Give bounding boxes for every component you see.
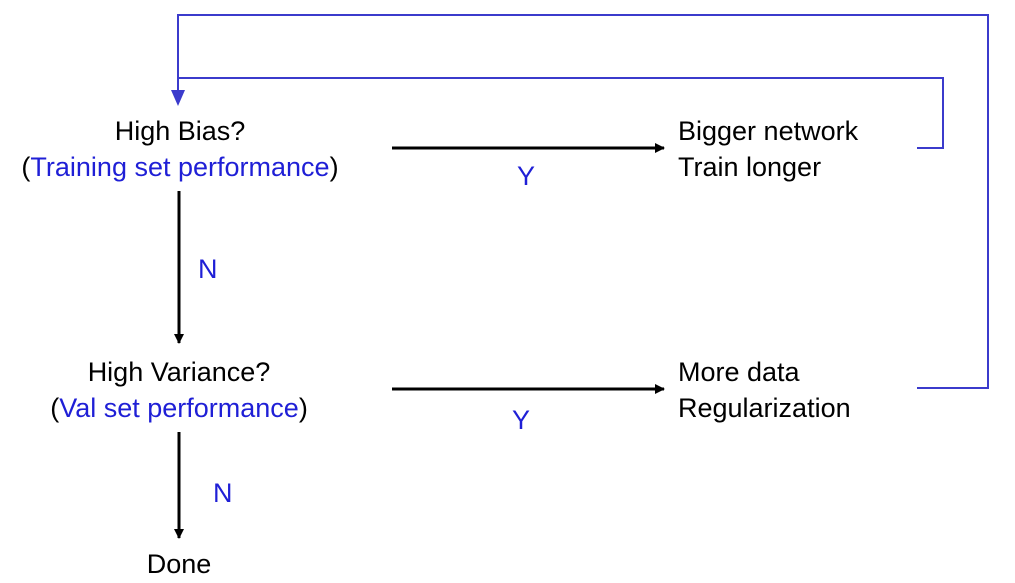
high-bias-question: High Bias? xyxy=(114,116,246,146)
done-node: Done xyxy=(119,546,239,582)
high-variance-question: High Variance? xyxy=(87,357,271,387)
high-variance-node: High Variance? (Val set performance) xyxy=(0,354,358,426)
edge-label-bias-yes: Y xyxy=(517,161,536,191)
loop-from-bias-fix xyxy=(177,77,944,149)
paren-close: ) xyxy=(298,393,308,423)
paren-open: ( xyxy=(21,152,31,182)
edge-label-bias-no: N xyxy=(198,254,218,284)
loop-from-variance-fix xyxy=(177,14,989,389)
paren-close: ) xyxy=(329,152,339,182)
bigger-network-label: Bigger network xyxy=(678,116,859,146)
variance-fix-node: More data Regularization xyxy=(678,354,851,426)
high-bias-detail: (Training set performance) xyxy=(0,149,360,185)
bias-fix-node: Bigger network Train longer xyxy=(678,113,858,185)
loop-arrowhead xyxy=(171,90,185,106)
training-set-performance: Training set performance xyxy=(30,152,330,182)
high-bias-node: High Bias? (Training set performance) xyxy=(0,113,360,185)
edge-label-variance-yes: Y xyxy=(512,405,531,435)
val-set-performance: Val set performance xyxy=(59,393,299,423)
train-longer-label: Train longer xyxy=(678,152,822,182)
regularization-label: Regularization xyxy=(678,393,851,423)
more-data-label: More data xyxy=(678,357,800,387)
paren-open: ( xyxy=(50,393,60,423)
done-label: Done xyxy=(146,549,212,579)
edge-label-variance-no: N xyxy=(213,478,233,508)
high-variance-detail: (Val set performance) xyxy=(0,390,358,426)
